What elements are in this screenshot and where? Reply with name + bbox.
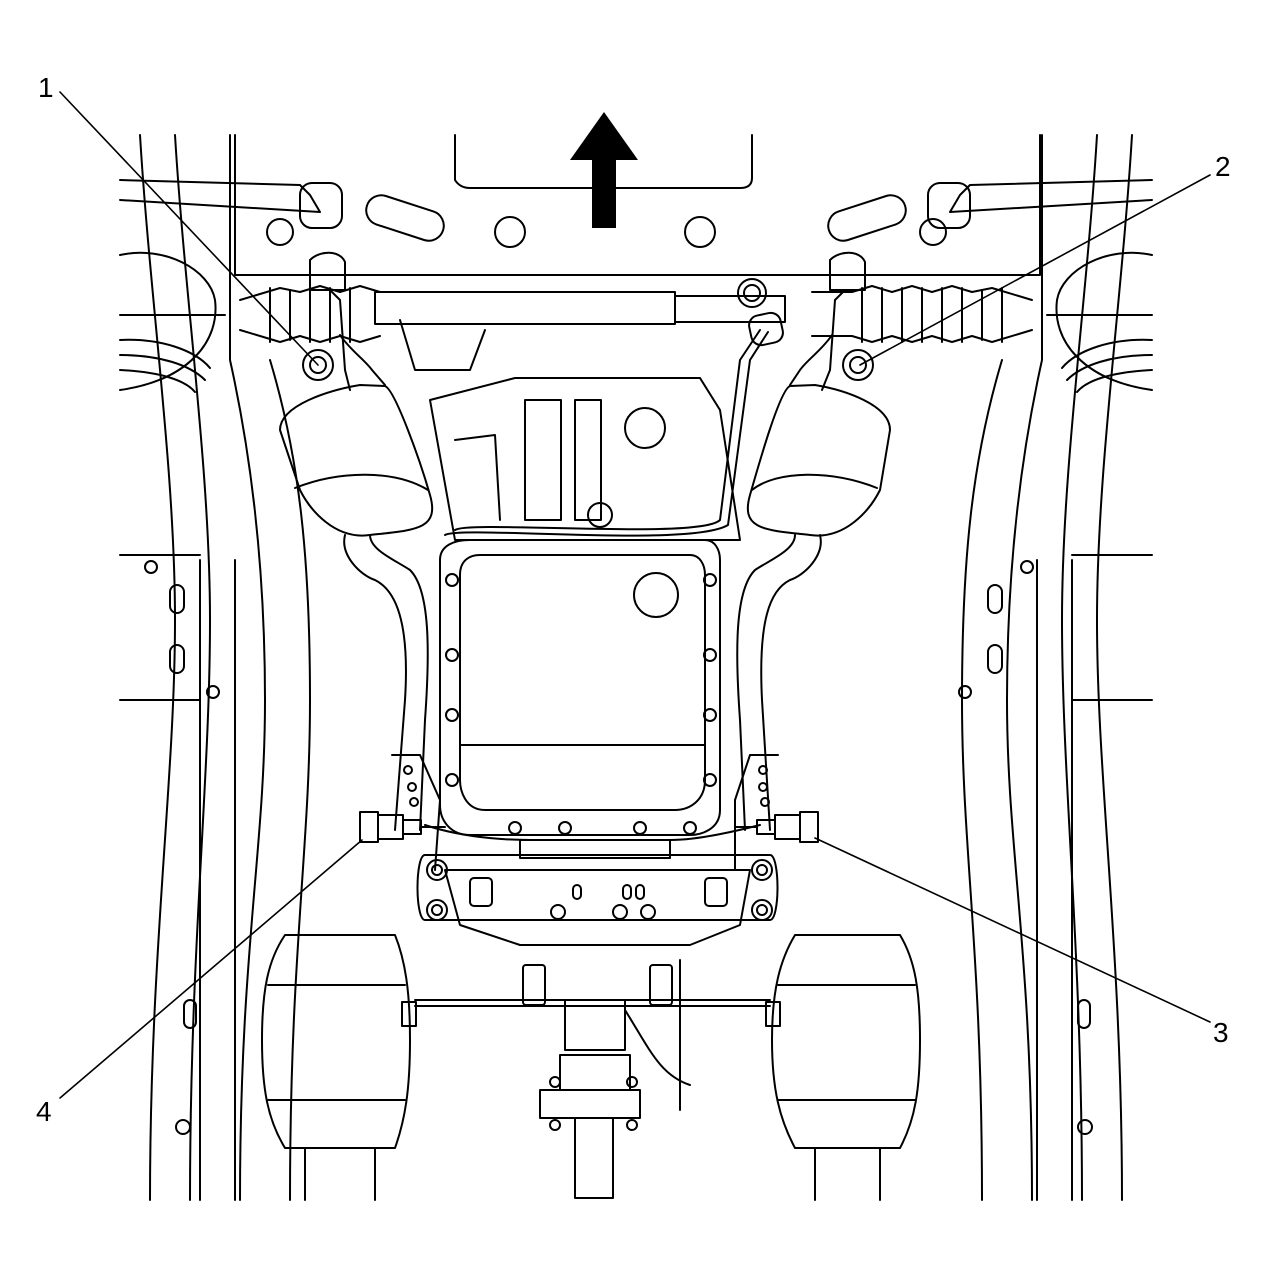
sensor-brackets [391,754,779,871]
left-downstream-oxygen-sensor [359,811,446,843]
inner-frame [229,134,1043,1201]
right-downstream-oxygen-sensor [734,811,819,843]
leader-line-3 [814,837,1211,1023]
oil-pan [439,539,721,836]
leader-lines [59,91,1211,1099]
sensor-wiring [424,329,769,841]
right-rear-catalytic-converter [771,934,921,1201]
leader-line-2 [859,174,1211,366]
left-rear-catalytic-converter [261,934,411,1201]
up-arrow-icon [570,112,638,228]
transmission-crossmember [416,839,779,946]
steering-rack [239,251,1033,347]
leader-line-1 [59,91,319,366]
callout-2: 2 [1215,151,1231,182]
callout-3: 3 [1213,1017,1229,1048]
left-front-catalytic-converter [279,289,434,831]
engine-block [399,319,741,541]
front-crossmember [119,134,1153,276]
rear-harness [401,999,781,1027]
callout-1: 1 [38,72,54,103]
left-frame-rail [119,134,236,1201]
leader-line-4 [59,839,363,1099]
callout-4: 4 [36,1096,52,1127]
right-frame-rail [958,134,1153,1201]
right-tire [1055,251,1153,393]
right-front-catalytic-converter [736,289,891,831]
left-tire [119,251,217,393]
driveshaft [522,959,691,1199]
